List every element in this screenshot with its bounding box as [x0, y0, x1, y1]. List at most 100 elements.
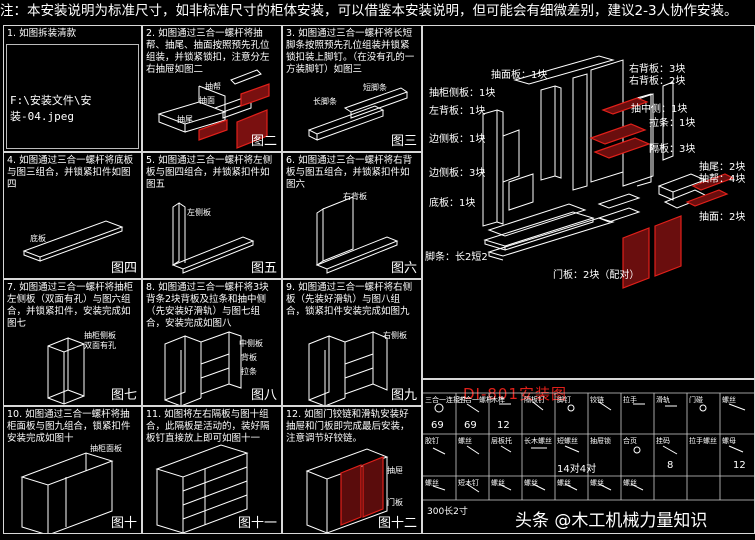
cabinet-front-drawing	[20, 452, 114, 533]
label-x-side-panel-3: 边侧板：3块	[429, 168, 486, 179]
image-path-text: F:\安装文件\安装-04.jpeg	[10, 94, 92, 123]
label-short-foot: 短脚条	[363, 83, 387, 92]
label-x-door: 门板：2块（配对）	[553, 270, 640, 281]
part-qty-2: 69	[464, 420, 477, 431]
part-label-14: 长木螺丝	[524, 437, 552, 445]
label-x-top-board: 抽面板：1块	[491, 70, 548, 81]
left-panel-drawing	[171, 202, 255, 274]
label-x-right-back-3: 右背板：3块	[629, 64, 686, 75]
part-label-12: 螺丝	[458, 437, 472, 445]
step-2-text: 2. 如图通过三合一螺杆将抽帮、抽尾、抽面按照预先孔位组装，并锁紧锁扣，注意分左…	[146, 28, 270, 75]
label-x-pull-bar: 拉条：1块	[649, 118, 696, 129]
part-label-1: 三合一连接件	[425, 396, 467, 404]
part-label-2: 三合一螺杆	[458, 396, 493, 404]
parts-footer: 300长2寸	[427, 507, 468, 517]
step-6-panel: 6. 如图通过三合一螺杆将右背板与图五组合，并锁紧扣件如图六 右背板 图六	[282, 152, 422, 279]
figure-11-label: 图十一	[237, 516, 277, 531]
label-cabinet-side: 抽柜侧板	[84, 331, 116, 340]
step-12-panel: 12. 如图门铰链和滑轨安装好抽屉和门板即完成最后安装，注意调节好铰链。 抽屉 …	[282, 406, 422, 534]
part-qty-20: 12	[733, 460, 746, 471]
step-9-text: 9. 如图通过三合一螺杆将右侧板（先装好滑轨）与图八组合，锁紧扣件安装完成如图九	[286, 282, 413, 317]
figure-9-label: 图九	[390, 388, 417, 403]
parts-grid	[423, 392, 754, 501]
step-7-text: 7. 如图通过三合一螺杆将抽柜左侧板（双面有孔）与图六组合，并锁紧扣件，安装完成…	[7, 282, 134, 329]
label-long-foot: 长脚条	[313, 97, 337, 106]
figure-4-label: 图四	[110, 261, 137, 276]
step-3-text: 3. 如图通过三合一螺杆将长短脚条按照预先孔位组装并锁紧锁扣装上脚钉。（在没有孔…	[286, 28, 415, 75]
label-right-panel: 右侧板	[383, 331, 407, 340]
figure-2-label: 图二	[250, 134, 277, 149]
part-label-23: 螺丝	[491, 479, 505, 487]
label-x-cabinet-side: 抽柜侧板：1块	[429, 88, 496, 99]
watermark-text: 头条 @木工机械力量知识	[515, 511, 708, 531]
step-8-panel: 8. 如图通过三合一螺杆将3块背条2块背板及拉条和抽中侧（先安装好滑轨）与图七组…	[142, 279, 282, 406]
figure-3-label: 图三	[390, 134, 417, 149]
step-10-text: 10. 如图通过三合一螺杆将抽柜面板与图九组合，锁紧扣件安装完成如图十	[7, 409, 131, 444]
step-1-text: 1. 如图拆装清款	[7, 28, 77, 39]
parts-table-panel: DI-801安装图 三合一连接件 三合一螺杆 木榫 隔板钉 脚钉 铰链 拉手	[422, 379, 755, 534]
figure-10-label: 图十	[110, 516, 137, 531]
label-back-panel: 背板	[241, 353, 257, 362]
figure-5-label: 图五	[250, 261, 277, 276]
label-pull-bar: 拉条	[241, 367, 257, 376]
step-4-text: 4. 如图通过三合一螺杆将底板与图三组合，并锁紧扣件如图四	[7, 155, 134, 190]
part-label-24: 螺丝	[524, 479, 538, 487]
part-label-5: 脚钉	[557, 396, 571, 404]
label-x-bottom: 底板：1块	[429, 198, 476, 209]
label-left-panel: 左侧板	[187, 208, 211, 217]
figure-7-label: 图七	[110, 388, 137, 403]
installation-note: 注：本安装说明为标准尺寸，如非标准尺寸的柜体安装，可以借鉴本安装说明，但可能会有…	[0, 3, 738, 19]
label-door: 门板	[387, 498, 403, 507]
step-5-text: 5. 如图通过三合一螺杆将左侧板与图四组合，并锁紧扣件如图五	[146, 155, 273, 190]
figure-8-label: 图八	[250, 388, 277, 403]
label-bottom-board: 底板	[30, 234, 46, 243]
label-x-mid-side: 抽中侧：1块	[631, 104, 688, 115]
part-label-17: 合页	[623, 437, 637, 445]
part-label-20: 螺母	[722, 437, 736, 445]
label-x-shelves: 隔板：3块	[649, 144, 696, 155]
label-x-left-back: 左背板：1块	[429, 106, 486, 117]
step-12-text: 12. 如图门铰链和滑轨安装好抽屉和门板即完成最后安装，注意调节好铰链。	[286, 409, 410, 444]
step-4-panel: 4. 如图通过三合一螺杆将底板与图三组合，并锁紧扣件如图四 底板 图四	[3, 152, 142, 279]
label-x-foot-strips: 脚条：长2短2	[425, 252, 488, 263]
label-drawer: 抽屉	[387, 466, 403, 475]
step-8-text: 8. 如图通过三合一螺杆将3块背条2块背板及拉条和抽中侧（先安装好滑轨）与图七组…	[146, 282, 269, 329]
part-label-9: 门碰	[689, 396, 703, 404]
part-label-21: 螺丝	[425, 479, 439, 487]
part-label-10: 螺丝	[722, 396, 736, 404]
part-label-19: 拉手螺丝	[689, 437, 717, 445]
step-1-panel: 1. 如图拆装清款 F:\安装文件\安装-04.jpeg	[3, 25, 142, 152]
parts-photo-placeholder	[6, 44, 139, 149]
step-7-panel: 7. 如图通过三合一螺杆将抽柜左侧板（双面有孔）与图六组合，并锁紧扣件，安装完成…	[3, 279, 142, 406]
part-label-7: 拉手	[623, 396, 637, 404]
part-label-6: 铰链	[590, 396, 604, 404]
step-9-panel: 9. 如图通过三合一螺杆将右侧板（先装好滑轨）与图八组合，锁紧扣件安装完成如图九…	[282, 279, 422, 406]
label-x-side-panel-1: 边侧板：1块	[429, 134, 486, 145]
drawer-assembly-drawing	[157, 69, 270, 149]
exploded-cabinet-drawing	[482, 55, 735, 289]
part-qty-1: 69	[431, 420, 444, 431]
step-11-text: 11. 如图将左右隔板与图十组合，此隔板是活动的，装好隔板钉直接放上即可如图十一	[146, 409, 270, 444]
step-11-panel: 11. 如图将左右隔板与图十组合，此隔板是活动的，装好隔板钉直接放上即可如图十一…	[142, 406, 282, 534]
middle-panel-drawing	[164, 331, 242, 405]
cabinet-side-drawing	[47, 337, 85, 405]
step-5-panel: 5. 如图通过三合一螺杆将左侧板与图四组合，并锁紧扣件如图五 左侧板 图五	[142, 152, 282, 279]
exploded-view-panel: 抽面板：1块 右背板：3块 右背板：2块 抽柜侧板：1块 左背板：1块 抽中侧：…	[422, 25, 755, 379]
part-label-18: 挂码	[656, 437, 670, 445]
label-x-drawer-back: 抽尾：2块	[699, 162, 746, 173]
part-qty-18: 8	[667, 460, 674, 471]
final-assembly-drawing	[305, 448, 389, 533]
part-label-4: 隔板钉	[524, 396, 545, 404]
label-right-back-panel: 右背板	[343, 192, 367, 201]
part-label-15: 短螺丝	[557, 437, 578, 445]
step-6-text: 6. 如图通过三合一螺杆将右背板与图五组合，并锁紧扣件如图六	[286, 155, 413, 190]
part-label-22: 短木钉	[458, 479, 479, 487]
part-label-16: 抽屉锁	[590, 437, 611, 445]
label-drawer-back: 抽尾	[177, 115, 193, 124]
label-x-right-back-2: 右背板：2块	[629, 76, 686, 87]
label-middle-panel: 中侧板	[239, 339, 263, 348]
step-10-panel: 10. 如图通过三合一螺杆将抽柜面板与图九组合，锁紧扣件安装完成如图十 抽柜面板…	[3, 406, 142, 534]
base-frame-drawing	[307, 87, 409, 141]
label-drawer-side: 抽帮	[205, 82, 221, 91]
step-3-panel: 3. 如图通过三合一螺杆将长短脚条按照预先孔位组装并锁紧锁扣装上脚钉。（在没有孔…	[282, 25, 422, 152]
